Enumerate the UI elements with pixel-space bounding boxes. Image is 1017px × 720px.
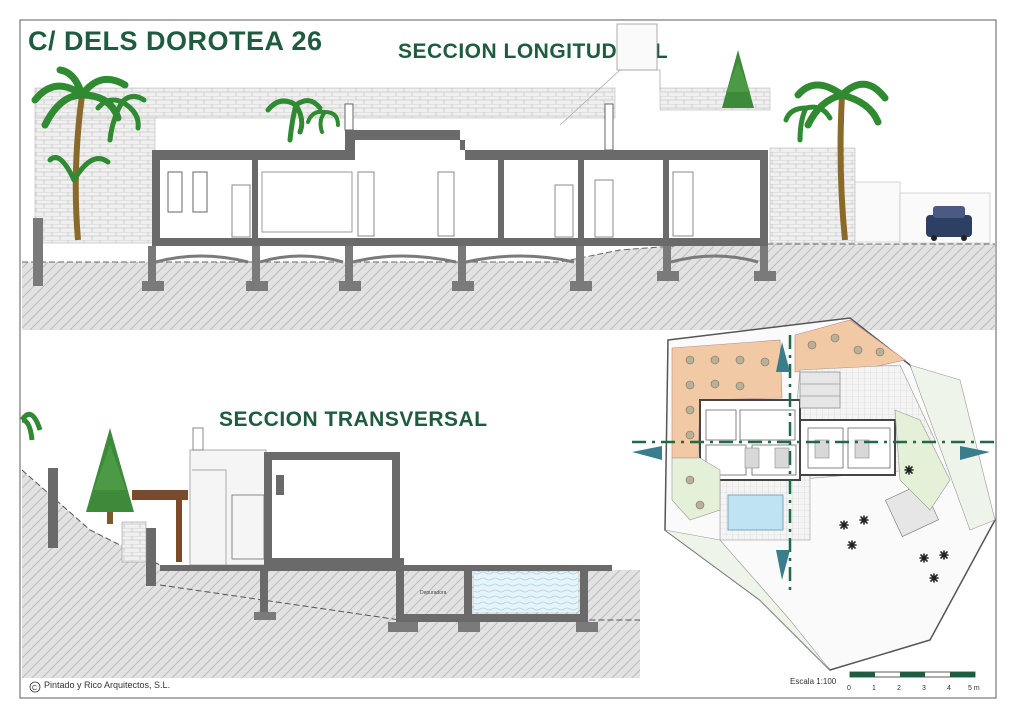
section-arrow-icon — [632, 342, 990, 580]
architect-credit: Pintado y Rico Arquitectos, S.L. — [44, 680, 171, 690]
scale-tick: 3 — [922, 685, 926, 692]
longitudinal-section — [22, 23, 995, 330]
palm-tree-icon — [783, 80, 889, 241]
scale-bar — [849, 671, 976, 678]
transversal-section-title: SECCION TRANSVERSAL — [219, 408, 488, 431]
car-icon — [926, 206, 972, 241]
pool-room-label: Depuradora — [420, 590, 447, 596]
copyright-icon — [29, 681, 41, 693]
scale-tick: 4 — [947, 685, 951, 692]
scale-tick: 0 — [847, 685, 851, 692]
palm-tree-icon — [265, 98, 340, 143]
scale-tick: 2 — [897, 685, 901, 692]
scale-tick: 1 — [872, 685, 876, 692]
site-plan — [632, 317, 996, 671]
copyright-icon-glyph: C — [32, 685, 37, 692]
project-title: C/ DELS DOROTEA 26 — [28, 26, 323, 56]
palm-tree-icon — [31, 66, 147, 241]
transversal-section: Depuradora — [19, 411, 640, 678]
scale-label: Escala 1:100 — [790, 677, 837, 686]
longitudinal-section-title: SECCION LONGITUDINAL — [398, 40, 669, 63]
sheet-border — [19, 19, 997, 699]
scale-tick: 5 m — [968, 685, 980, 692]
